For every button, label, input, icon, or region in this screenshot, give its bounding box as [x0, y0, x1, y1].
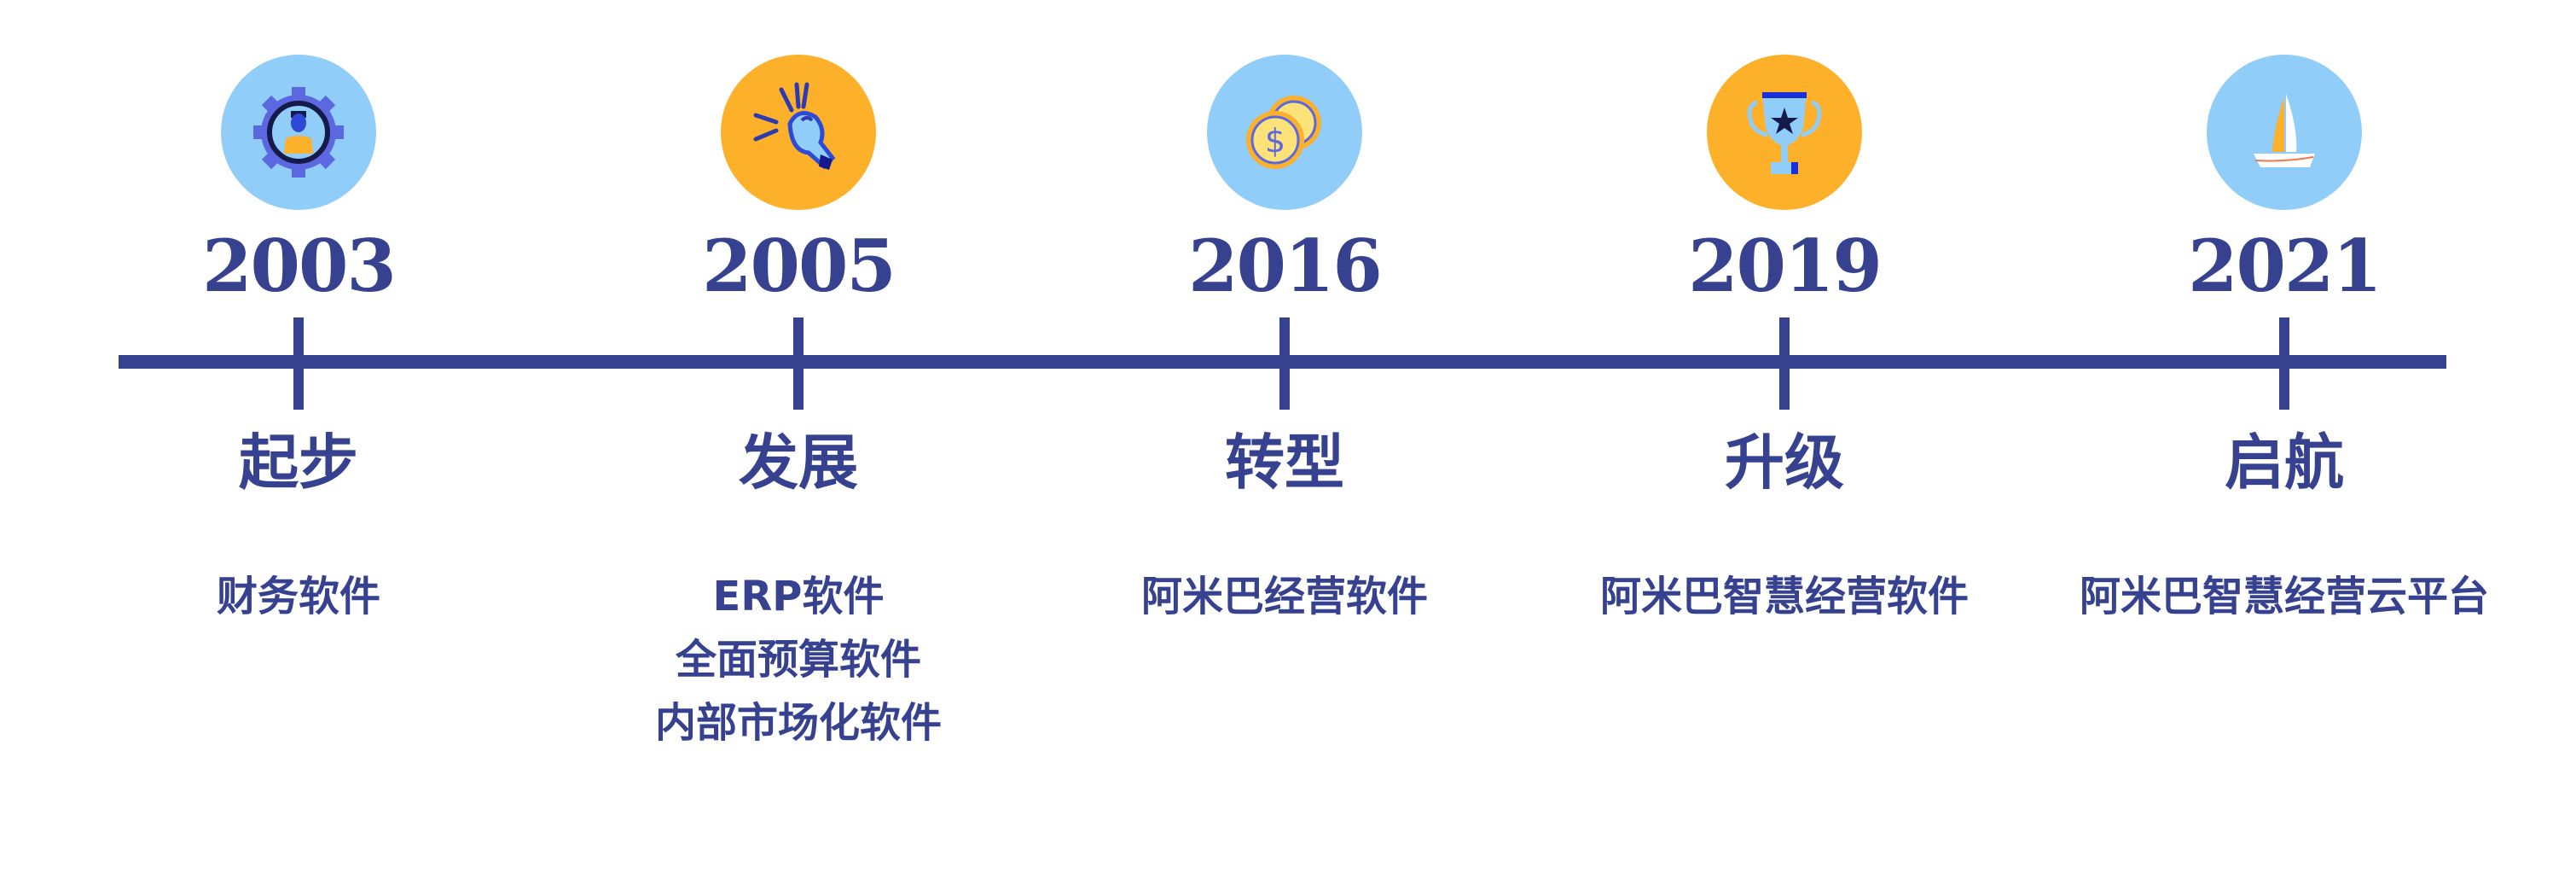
lightbulb-icon [721, 55, 876, 210]
milestone-description: 阿米巴智慧经营软件 [1529, 565, 2040, 628]
description-line: ERP软件 [712, 573, 885, 620]
milestone-title: 启航 [2225, 428, 2344, 498]
timeline-tick [2279, 317, 2289, 410]
milestone-2019: 2019 升级 阿米巴智慧经营软件 [1529, 0, 2040, 891]
milestone-description: 阿米巴智慧经营云平台 [2028, 565, 2540, 628]
timeline-tick [293, 317, 304, 410]
description-line: 全面预算软件 [675, 636, 921, 684]
milestone-description: 财务软件 [43, 565, 554, 628]
svg-text:$: $ [1265, 122, 1285, 160]
coins-icon: $ [1207, 55, 1362, 210]
description-line: 内部市场化软件 [654, 699, 942, 747]
milestone-description: ERP软件 全面预算软件 内部市场化软件 [542, 565, 1054, 754]
trophy-icon [1707, 55, 1862, 210]
year-label: 2003 [202, 224, 397, 308]
description-line: 阿米巴经营软件 [1140, 573, 1428, 620]
sailboat-icon [2207, 55, 2362, 210]
description-line: 财务软件 [216, 573, 380, 620]
timeline-tick [793, 317, 804, 410]
year-label: 2019 [1688, 224, 1883, 308]
milestone-title: 升级 [1725, 428, 1844, 498]
milestone-2005: 2005 发展 ERP软件 全面预算软件 内部市场化软件 [542, 0, 1054, 891]
milestone-title: 起步 [239, 428, 358, 498]
year-label: 2005 [702, 224, 896, 308]
timeline-tick [1779, 317, 1790, 410]
milestone-title: 转型 [1225, 428, 1344, 498]
gear-person-icon [221, 55, 376, 210]
timeline-tick [1279, 317, 1290, 410]
description-line: 阿米巴智慧经营软件 [1599, 573, 1969, 620]
milestone-2021: 2021 启航 阿米巴智慧经营云平台 [2028, 0, 2540, 891]
description-line: 阿米巴智慧经营云平台 [2079, 573, 2489, 620]
milestone-2003: 2003 起步 财务软件 [43, 0, 554, 891]
milestone-title: 发展 [739, 428, 858, 498]
year-label: 2016 [1188, 224, 1383, 308]
year-label: 2021 [2188, 224, 2382, 308]
milestone-2016: $ 2016 转型 阿米巴经营软件 [1029, 0, 1540, 891]
milestone-description: 阿米巴经营软件 [1029, 565, 1540, 628]
